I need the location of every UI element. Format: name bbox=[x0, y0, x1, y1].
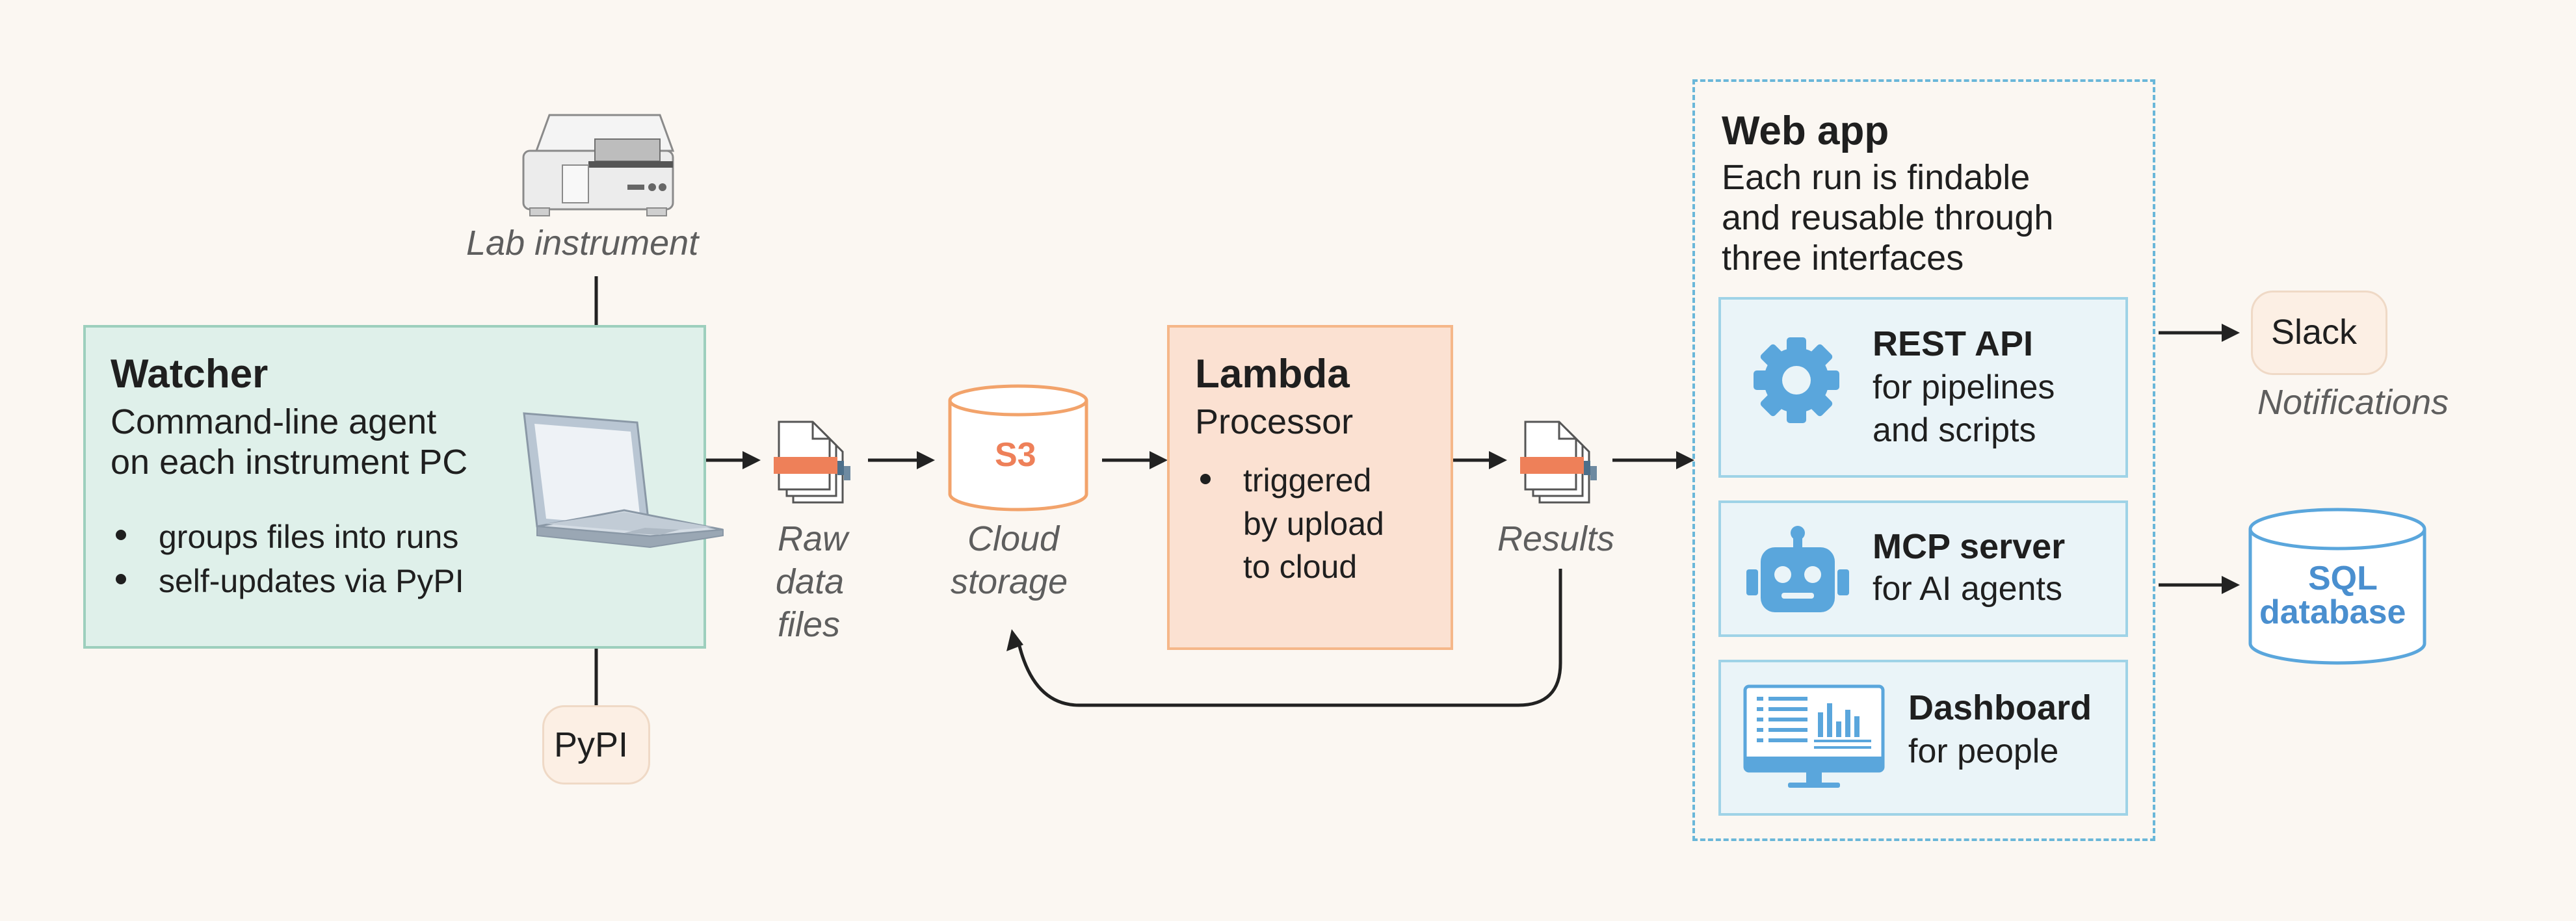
arrowhead-mcp-to-database bbox=[2222, 576, 2240, 594]
arrowhead-raw-files-to-s3 bbox=[917, 451, 935, 469]
lambda-bullet-line3: to cloud bbox=[1243, 549, 1358, 585]
results-files-icon bbox=[1520, 419, 1605, 504]
raw-files-caption-line1: Raw bbox=[778, 519, 848, 558]
slack-label: Slack bbox=[2271, 313, 2358, 352]
rest-api-title: REST API bbox=[1873, 324, 2034, 363]
notifications-caption: Notifications bbox=[2257, 383, 2449, 422]
rest-api-line1: for pipelines bbox=[1873, 369, 2055, 406]
watcher-bullet: self-updates via PyPI bbox=[111, 559, 464, 603]
gear-icon bbox=[1748, 331, 1845, 429]
database-label-line1: SQL bbox=[2308, 560, 2378, 597]
s3-badge-label: S3 bbox=[995, 436, 1036, 474]
watcher-bullet-list: groups files into runs self-updates via … bbox=[111, 515, 464, 603]
database-cylinder-icon bbox=[2246, 506, 2428, 668]
dashboard-line1: for people bbox=[1908, 733, 2059, 770]
webapp-description-line3: three interfaces bbox=[1722, 239, 1964, 278]
mcp-server-line1: for AI agents bbox=[1873, 570, 2062, 608]
laptop-icon bbox=[520, 409, 728, 578]
arrow-results-back-to-s3 bbox=[1017, 569, 1562, 707]
lambda-box bbox=[1167, 325, 1453, 650]
webapp-description-line2: and reusable through bbox=[1722, 198, 2054, 237]
storage-caption-line2: storage bbox=[951, 562, 1068, 601]
s3-cylinder-icon bbox=[946, 383, 1090, 513]
raw-files-icon bbox=[774, 419, 858, 504]
watcher-bullet: groups files into runs bbox=[111, 515, 464, 559]
lambda-title: Lambda bbox=[1195, 352, 1350, 396]
database-label-line2: database bbox=[2259, 593, 2406, 631]
dashboard-title: Dashboard bbox=[1908, 688, 2092, 727]
lambda-bullet-list: triggered bbox=[1195, 459, 1371, 502]
arrowhead-results-to-webapp bbox=[1676, 451, 1694, 469]
webapp-title: Web app bbox=[1722, 109, 1889, 153]
raw-files-caption-line2: data bbox=[776, 562, 845, 601]
mcp-server-title: MCP server bbox=[1873, 527, 2066, 566]
arrowhead-rest-api-to-slack bbox=[2222, 324, 2240, 342]
lambda-bullet: triggered bbox=[1195, 459, 1371, 502]
results-caption: Results bbox=[1497, 519, 1615, 558]
lambda-subtitle: Processor bbox=[1195, 402, 1354, 441]
watcher-title: Watcher bbox=[111, 352, 269, 396]
pypi-badge bbox=[542, 705, 650, 785]
monitor-dashboard-icon bbox=[1742, 684, 1886, 794]
watcher-subtitle-line1: Command-line agent bbox=[111, 402, 437, 441]
raw-files-caption-line3: files bbox=[778, 605, 841, 644]
slack-badge bbox=[2251, 291, 2387, 375]
watcher-subtitle-line2: on each instrument PC bbox=[111, 443, 468, 482]
arrowhead-lambda-to-results bbox=[1489, 451, 1507, 469]
lambda-bullet-line2: by upload bbox=[1243, 506, 1384, 542]
webapp-container bbox=[1692, 79, 2155, 841]
arrowhead-results-back-to-s3 bbox=[1006, 629, 1023, 651]
arrowhead-laptop-to-raw-files bbox=[743, 451, 761, 469]
lab-instrument-caption: Lab instrument bbox=[466, 224, 699, 263]
robot-icon bbox=[1742, 525, 1853, 616]
rest-api-line2: and scripts bbox=[1873, 411, 2036, 449]
lab-instrument-icon bbox=[517, 105, 679, 219]
storage-caption-line1: Cloud bbox=[967, 519, 1060, 558]
pypi-label: PyPI bbox=[554, 725, 629, 764]
webapp-description-line1: Each run is findable bbox=[1722, 158, 2031, 197]
arrowhead-s3-to-lambda bbox=[1150, 451, 1168, 469]
